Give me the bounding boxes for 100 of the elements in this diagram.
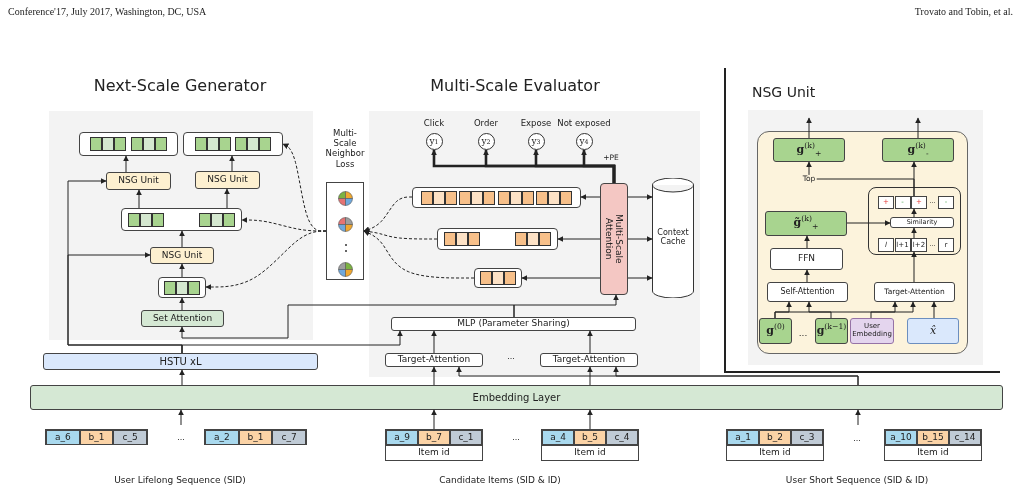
arrow — [179, 304, 515, 339]
vector-box — [759, 318, 792, 344]
box-label: Target-Attention — [397, 355, 471, 365]
arrow — [587, 409, 593, 430]
set-attention-box — [141, 310, 224, 327]
section-title: NSG Unit — [752, 85, 816, 101]
nsg-unit-box — [150, 247, 214, 264]
token-cell: c_3 — [791, 430, 823, 445]
arrow — [431, 330, 437, 354]
arrow — [806, 117, 812, 139]
token-group — [884, 429, 982, 461]
arrow — [911, 251, 917, 283]
group-box — [868, 187, 961, 255]
arrow — [806, 161, 915, 197]
ellipsis: ... — [512, 433, 520, 443]
arrow — [627, 236, 653, 242]
box-label: Set Attention — [152, 313, 213, 324]
arrow — [521, 275, 601, 281]
arrow — [224, 188, 230, 209]
arrow — [178, 409, 184, 426]
arrow — [581, 149, 616, 183]
vector-box — [765, 211, 847, 236]
arrow — [179, 297, 185, 311]
token-group — [726, 429, 824, 461]
vector-box — [815, 318, 848, 344]
arrow — [931, 301, 937, 319]
input-box — [907, 318, 959, 344]
output-label: Click — [423, 119, 445, 129]
ellipsis: ... — [507, 352, 515, 362]
arrow — [806, 301, 832, 319]
section-title: Multi-Scale Evaluator — [430, 77, 600, 95]
dashed-arrow — [205, 230, 327, 290]
token-cell: b_1 — [238, 430, 273, 445]
arrow — [915, 117, 921, 139]
target-attention-box — [874, 282, 955, 302]
vector-box — [412, 187, 581, 208]
similarity-box — [890, 217, 954, 228]
arrow — [587, 366, 593, 386]
arrow — [179, 230, 185, 248]
box-label: Context Cache — [656, 229, 690, 247]
embedding-layer-bar — [30, 385, 1003, 410]
vector-box — [437, 228, 558, 250]
arrow — [627, 194, 653, 200]
token-cell: a_1 — [727, 430, 759, 445]
arrow — [179, 369, 185, 386]
box-label: Embedding Layer — [472, 392, 561, 403]
caption: User Lifelong Sequence (SID) — [114, 476, 246, 486]
ffn-box — [770, 248, 843, 270]
box-label: HSTU xL — [159, 356, 202, 367]
arrow — [123, 155, 129, 173]
arrow — [179, 263, 185, 278]
token-cell: b_15 — [917, 430, 949, 445]
arrow — [855, 409, 861, 426]
panel-heading: Multi-Scale Neighbor Loss — [324, 128, 366, 169]
token-group — [204, 429, 307, 445]
attention-box — [600, 183, 628, 295]
mlp-bar — [391, 317, 636, 331]
box-label: FFN — [797, 254, 816, 264]
box-label: g$^{(0)}$ — [766, 324, 785, 338]
arrow — [513, 294, 619, 318]
arrow — [911, 208, 917, 218]
vector-box — [474, 268, 522, 288]
box-label: Target-Attention — [552, 355, 626, 365]
box-label: NSG Unit — [161, 250, 203, 261]
arrow — [580, 194, 601, 200]
box-label: Multi-Scale Attention — [603, 213, 625, 266]
dashed-arrow — [363, 230, 475, 279]
vector-box — [121, 208, 242, 231]
vector-box — [158, 277, 206, 298]
token-cell: a_10 — [885, 430, 917, 445]
output-label: Order — [473, 119, 499, 129]
page-header: Trovato and Tobin, et al. — [914, 6, 1013, 17]
vector-box — [773, 138, 845, 162]
box-label: g$^{(k−1)}$ — [816, 324, 847, 338]
arrow — [431, 409, 437, 430]
target-attention-box — [385, 353, 483, 367]
ellipsis: ... — [177, 433, 185, 443]
token-cell: a_6 — [46, 430, 80, 445]
vector-box — [79, 132, 178, 156]
target-attention-box — [540, 353, 638, 367]
arrow — [587, 330, 593, 354]
box-label: NSG Unit — [207, 175, 248, 185]
arrow — [774, 301, 898, 319]
arrow — [870, 301, 916, 319]
token-cell: b_5 — [574, 430, 606, 445]
self-attention-box — [767, 282, 848, 302]
token-group — [385, 429, 483, 461]
token-cell: b_1 — [79, 430, 114, 445]
arrow — [431, 366, 437, 386]
arrow — [229, 155, 235, 172]
ellipsis: ... — [853, 434, 861, 444]
ellipsis: ... — [798, 329, 808, 339]
token-cell: a_4 — [542, 430, 574, 445]
vector-box — [183, 132, 283, 156]
token-group — [541, 429, 639, 461]
token-cell: b_7 — [418, 430, 450, 445]
caption: Candidate Items (SID & ID) — [439, 476, 561, 486]
vector-box — [882, 138, 954, 162]
token-cell: c_5 — [113, 430, 147, 445]
token-cell: c_7 — [272, 430, 306, 445]
